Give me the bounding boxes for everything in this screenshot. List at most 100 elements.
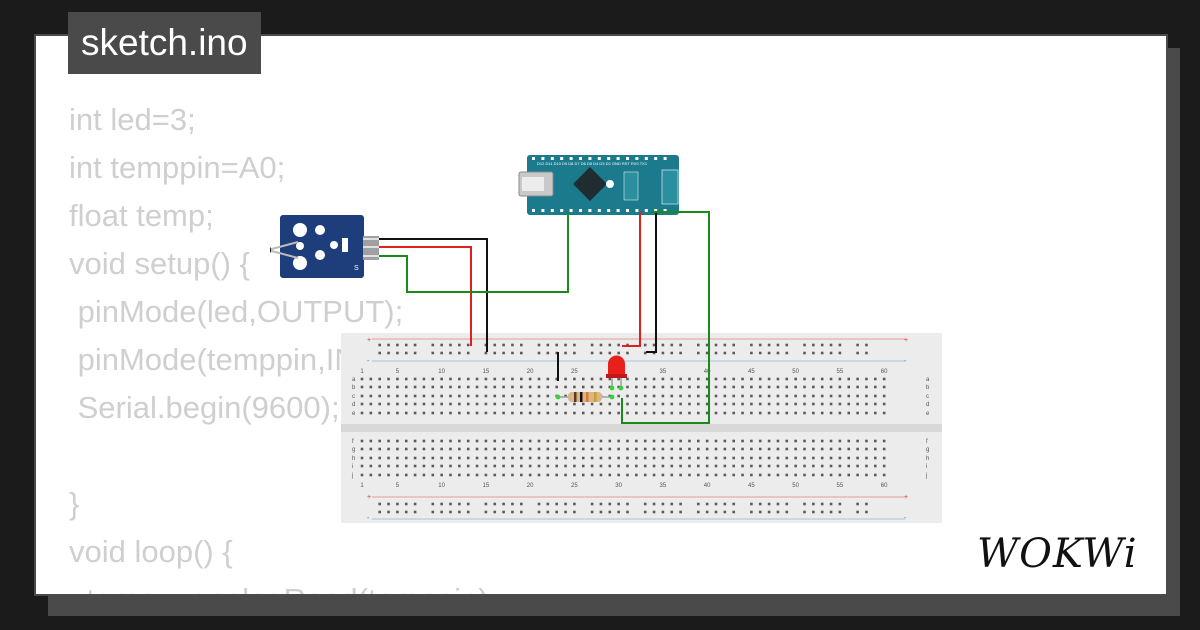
rail-hole [820,351,824,355]
breadboard-hole [741,439,744,443]
breadboard-hole [369,385,373,389]
breadboard-hole [635,411,638,415]
breadboard-hole [812,456,815,460]
rail-hole [484,351,488,355]
breadboard-hole [829,411,833,415]
rail-symbol: + [904,337,908,344]
breadboard-hole [688,411,691,415]
rail-hole [670,502,674,506]
breadboard-hole [502,464,505,468]
breadboard-hole [466,411,470,415]
rail-symbol: - [904,515,907,522]
breadboard-hole [776,447,780,451]
rail-hole [511,343,514,347]
breadboard-hole [360,402,364,406]
rail-hole [493,510,497,514]
breadboard-hole [404,464,408,468]
column-number: 60 [881,369,888,375]
breadboard-hole [599,439,603,443]
arduino-pin [644,209,648,212]
breadboard-hole [652,447,656,451]
breadboard-hole [776,439,780,443]
breadboard-hole [732,394,735,398]
rail-hole [750,351,753,355]
arduino-pin [541,157,545,160]
breadboard-hole [360,473,364,477]
arduino-pin [532,157,535,160]
rail-hole [458,502,461,506]
breadboard-hole [856,439,859,443]
breadboard-hole [829,447,833,451]
breadboard-hole [413,377,417,381]
breadboard-hole [723,394,727,398]
breadboard-hole [564,456,567,460]
rail-hole [404,351,408,355]
rail-hole [413,502,417,506]
breadboard-hole [723,377,727,381]
breadboard-hole [431,456,435,460]
row-letter: g [352,447,355,453]
breadboard-hole [440,456,443,460]
column-number: 50 [792,369,799,375]
breadboard-hole [732,411,735,415]
breadboard-hole [537,394,541,398]
breadboard-hole [360,447,364,451]
breadboard-hole [590,447,594,451]
breadboard-hole [573,439,576,443]
breadboard-hole [750,456,753,460]
rail-hole [440,351,443,355]
breadboard-hole [413,447,417,451]
breadboard-hole [422,394,426,398]
breadboard-hole [652,411,656,415]
breadboard-hole [705,411,709,415]
breadboard-hole [431,377,435,381]
breadboard-hole [732,456,735,460]
breadboard-hole [422,464,426,468]
breadboard-hole [590,439,594,443]
breadboard-hole [705,385,709,389]
circuit-diagram: 1155101015152020252530303535404045455050… [270,155,942,523]
breadboard-hole [581,411,585,415]
column-number: 35 [660,369,667,375]
rail-hole [546,510,550,514]
breadboard-hole [387,439,390,443]
breadboard-hole [546,473,550,477]
breadboard-hole [546,456,550,460]
breadboard-hole [493,464,497,468]
breadboard-hole [643,402,647,406]
breadboard-hole [785,402,789,406]
breadboard-hole [511,439,514,443]
column-number: 45 [748,483,755,489]
breadboard-hole [750,402,753,406]
breadboard-hole [626,464,629,468]
breadboard-hole [688,394,691,398]
rail-hole [537,343,541,347]
wire-red-arduino [622,212,641,347]
row-letter: a [926,377,930,383]
sensor-pin [363,255,379,257]
breadboard-hole [387,456,390,460]
breadboard-hole [635,473,638,477]
rail-hole [865,510,868,514]
breadboard-hole [829,439,833,443]
breadboard-hole [847,394,851,398]
rail-hole [396,510,399,514]
code-line: } [69,486,80,521]
rail-hole [697,351,700,355]
column-number: 10 [438,483,445,489]
breadboard-hole [688,464,691,468]
breadboard-hole [387,464,390,468]
breadboard-hole [520,456,523,460]
code-line: int temppin=A0; [69,150,286,185]
breadboard-hole [688,447,691,451]
rail-hole [493,351,497,355]
rail-hole [856,343,859,347]
breadboard-hole [697,394,700,398]
breadboard-hole [360,456,364,460]
rail-symbol: - [367,358,370,365]
breadboard-hole [422,385,426,389]
breadboard-hole [794,464,797,468]
breadboard-hole [404,411,408,415]
breadboard-hole [767,447,771,451]
breadboard-hole [608,447,612,451]
